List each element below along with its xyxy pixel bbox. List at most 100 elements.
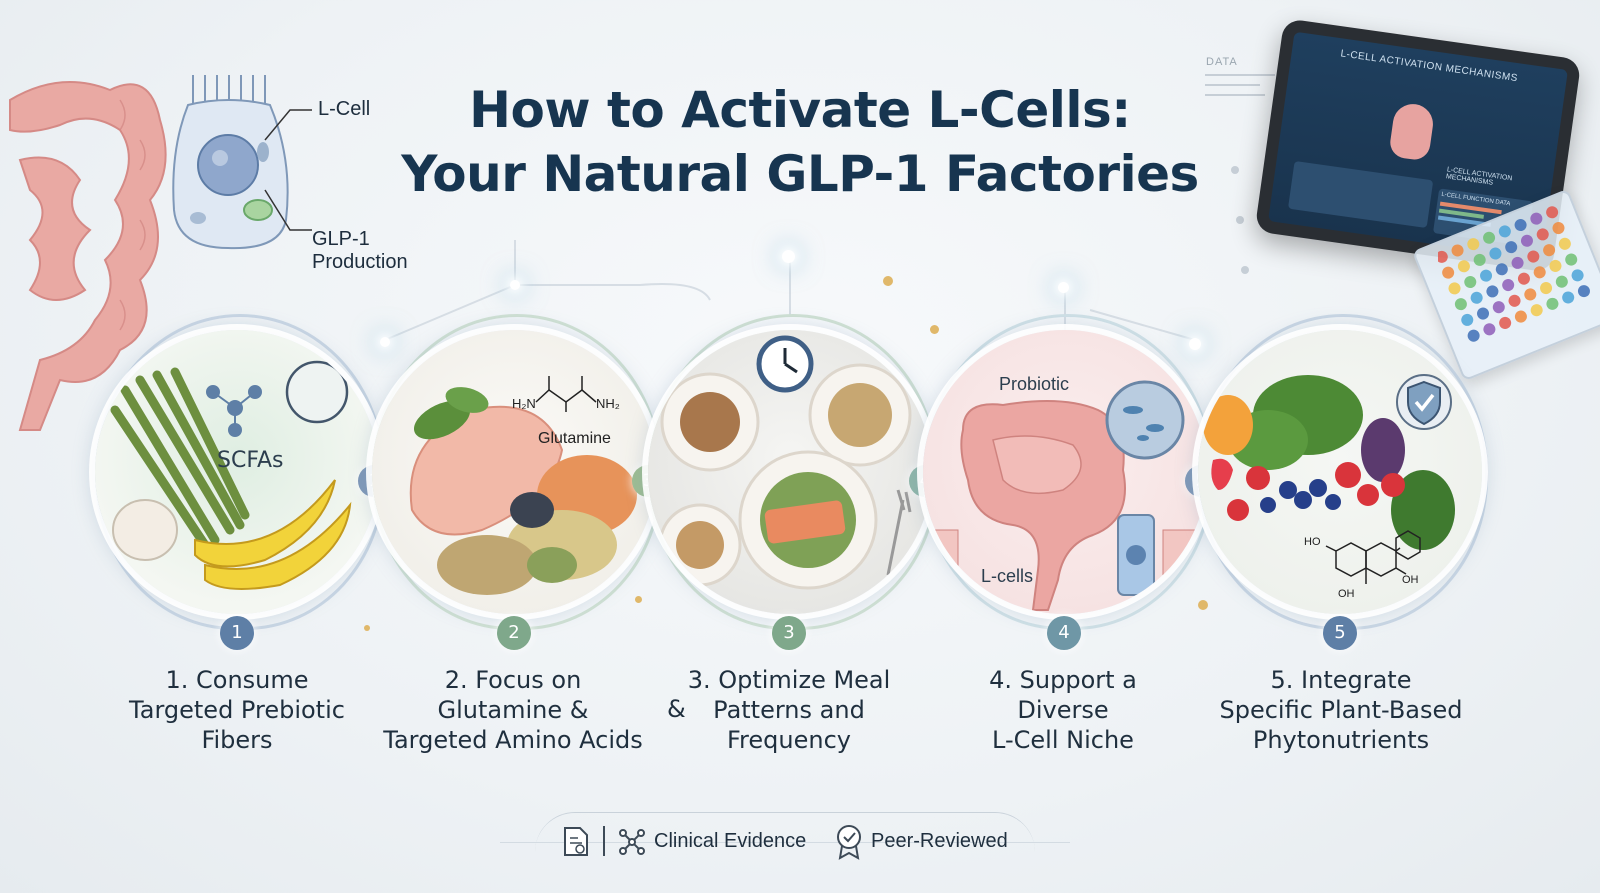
well — [1461, 313, 1474, 326]
step-3-ampersand: & — [667, 695, 686, 723]
well — [1517, 272, 1530, 285]
glutamine-structure — [535, 376, 597, 412]
tablet-cell-graphic — [1388, 101, 1436, 162]
step-4-badge: 4 — [1047, 616, 1081, 650]
step-2-label-line: Glutamine & — [437, 696, 589, 724]
well — [1571, 269, 1584, 282]
glow-dot — [510, 280, 520, 290]
well — [1552, 222, 1565, 235]
step-3-label: 3. Optimize Meal Patterns and Frequency — [644, 665, 934, 755]
well — [1577, 285, 1590, 298]
step-4-label-line: 4. Support a — [989, 666, 1137, 694]
well — [1540, 282, 1553, 295]
well — [1451, 244, 1464, 257]
well — [1486, 285, 1499, 298]
step-2-badge: 2 — [497, 616, 531, 650]
well — [1489, 247, 1502, 260]
intestine-illustration — [9, 81, 167, 431]
step-3-image — [648, 330, 932, 614]
step-3-label-line: 3. Optimize Meal — [687, 666, 891, 694]
step-2-label-line: 2. Focus on — [444, 666, 582, 694]
step-3-label-line: Frequency — [727, 726, 851, 754]
tablet-screen-title: L-CELL ACTIVATION MECHANISMS — [1339, 48, 1519, 85]
gold-dot — [883, 276, 893, 286]
tablet-screen-subtitle: L-CELL ACTIVATION MECHANISMS — [1445, 166, 1513, 187]
step-1-label-line: Fibers — [201, 726, 273, 754]
well — [1454, 298, 1467, 311]
well — [1558, 237, 1571, 250]
well — [1546, 206, 1559, 219]
step-3-label-line: Patterns and — [713, 696, 865, 724]
well — [1505, 241, 1518, 254]
glutamine-label: Glutamine — [538, 430, 611, 447]
phytonutrient-structure — [1325, 530, 1421, 584]
chicken-lentils-illustration — [409, 387, 637, 595]
glp1-label: GLP-1 — [312, 228, 370, 250]
footer-separator — [603, 826, 605, 856]
step-5-label: 5. Integrate Specific Plant-Based Phyton… — [1196, 665, 1486, 755]
fruits-vegetables-illustration — [1203, 375, 1455, 550]
well — [1442, 266, 1455, 279]
glow-dot — [782, 250, 795, 263]
award-icon — [837, 825, 861, 860]
clinical-evidence-label: Clinical Evidence — [654, 830, 807, 852]
asparagus-banana-illustration — [110, 360, 352, 590]
well — [1520, 234, 1533, 247]
step-1-label-line: Targeted Prebiotic — [129, 696, 345, 724]
well — [1508, 294, 1521, 307]
step-4-label: 4. Support a Diverse L-Cell Niche — [918, 665, 1208, 755]
page-title: How to Activate L-Cells: Your Natural GL… — [0, 78, 1600, 206]
well — [1527, 250, 1540, 263]
step-3-badge: 3 — [772, 616, 806, 650]
well — [1464, 276, 1477, 289]
well — [1483, 231, 1496, 244]
fork-icon — [886, 489, 912, 576]
well — [1480, 269, 1493, 282]
well — [1483, 323, 1496, 336]
step-5-badge: 5 — [1323, 616, 1357, 650]
well — [1533, 266, 1546, 279]
probiotic-label: Probiotic — [999, 374, 1070, 394]
step-5-label-line: 5. Integrate — [1270, 666, 1412, 694]
well — [1514, 219, 1527, 232]
step-1-badge: 1 — [220, 616, 254, 650]
shield-check-icon — [1396, 374, 1452, 430]
clock-icon — [756, 335, 814, 393]
tablet-panel — [1287, 160, 1434, 229]
peer-reviewed-label: Peer-Reviewed — [871, 830, 1008, 852]
glow-dot — [1058, 282, 1069, 293]
step-1-label-line: 1. Consume — [165, 666, 309, 694]
step-4-label-line: Diverse — [1017, 696, 1109, 724]
step-4-label-line: L-Cell Niche — [992, 726, 1134, 754]
well — [1499, 316, 1512, 329]
well — [1470, 291, 1483, 304]
chem-nh2: NH₂ — [596, 396, 620, 411]
chem-ho: HO — [1304, 536, 1321, 548]
gut-niche-illustration — [923, 380, 1207, 611]
meal-plates-illustration — [658, 363, 912, 590]
footer-divider-line — [500, 842, 1070, 843]
step-2-image: H₂N NH₂ Glutamine — [372, 330, 656, 614]
well — [1549, 259, 1562, 272]
step-2-label: 2. Focus on Glutamine & Targeted Amino A… — [368, 665, 658, 755]
well — [1448, 282, 1461, 295]
well — [1555, 275, 1568, 288]
cell-leader-lines — [264, 109, 312, 231]
well — [1502, 279, 1515, 292]
well — [1543, 244, 1556, 257]
data-label: DATA — [1206, 56, 1238, 68]
document-icon — [564, 827, 588, 856]
well — [1457, 260, 1470, 273]
gold-dot — [364, 625, 370, 631]
glow-dot — [380, 337, 390, 347]
step-5-image: HO OH OH — [1198, 330, 1482, 614]
well — [1467, 329, 1480, 342]
well — [1467, 238, 1480, 251]
well — [1473, 253, 1486, 266]
well — [1495, 263, 1508, 276]
gold-dot — [930, 325, 939, 334]
chem-h2n: H₂N — [512, 396, 536, 411]
tablet-decoration-lines — [1205, 74, 1275, 274]
l-cell-diagram — [172, 75, 289, 250]
well — [1530, 304, 1543, 317]
